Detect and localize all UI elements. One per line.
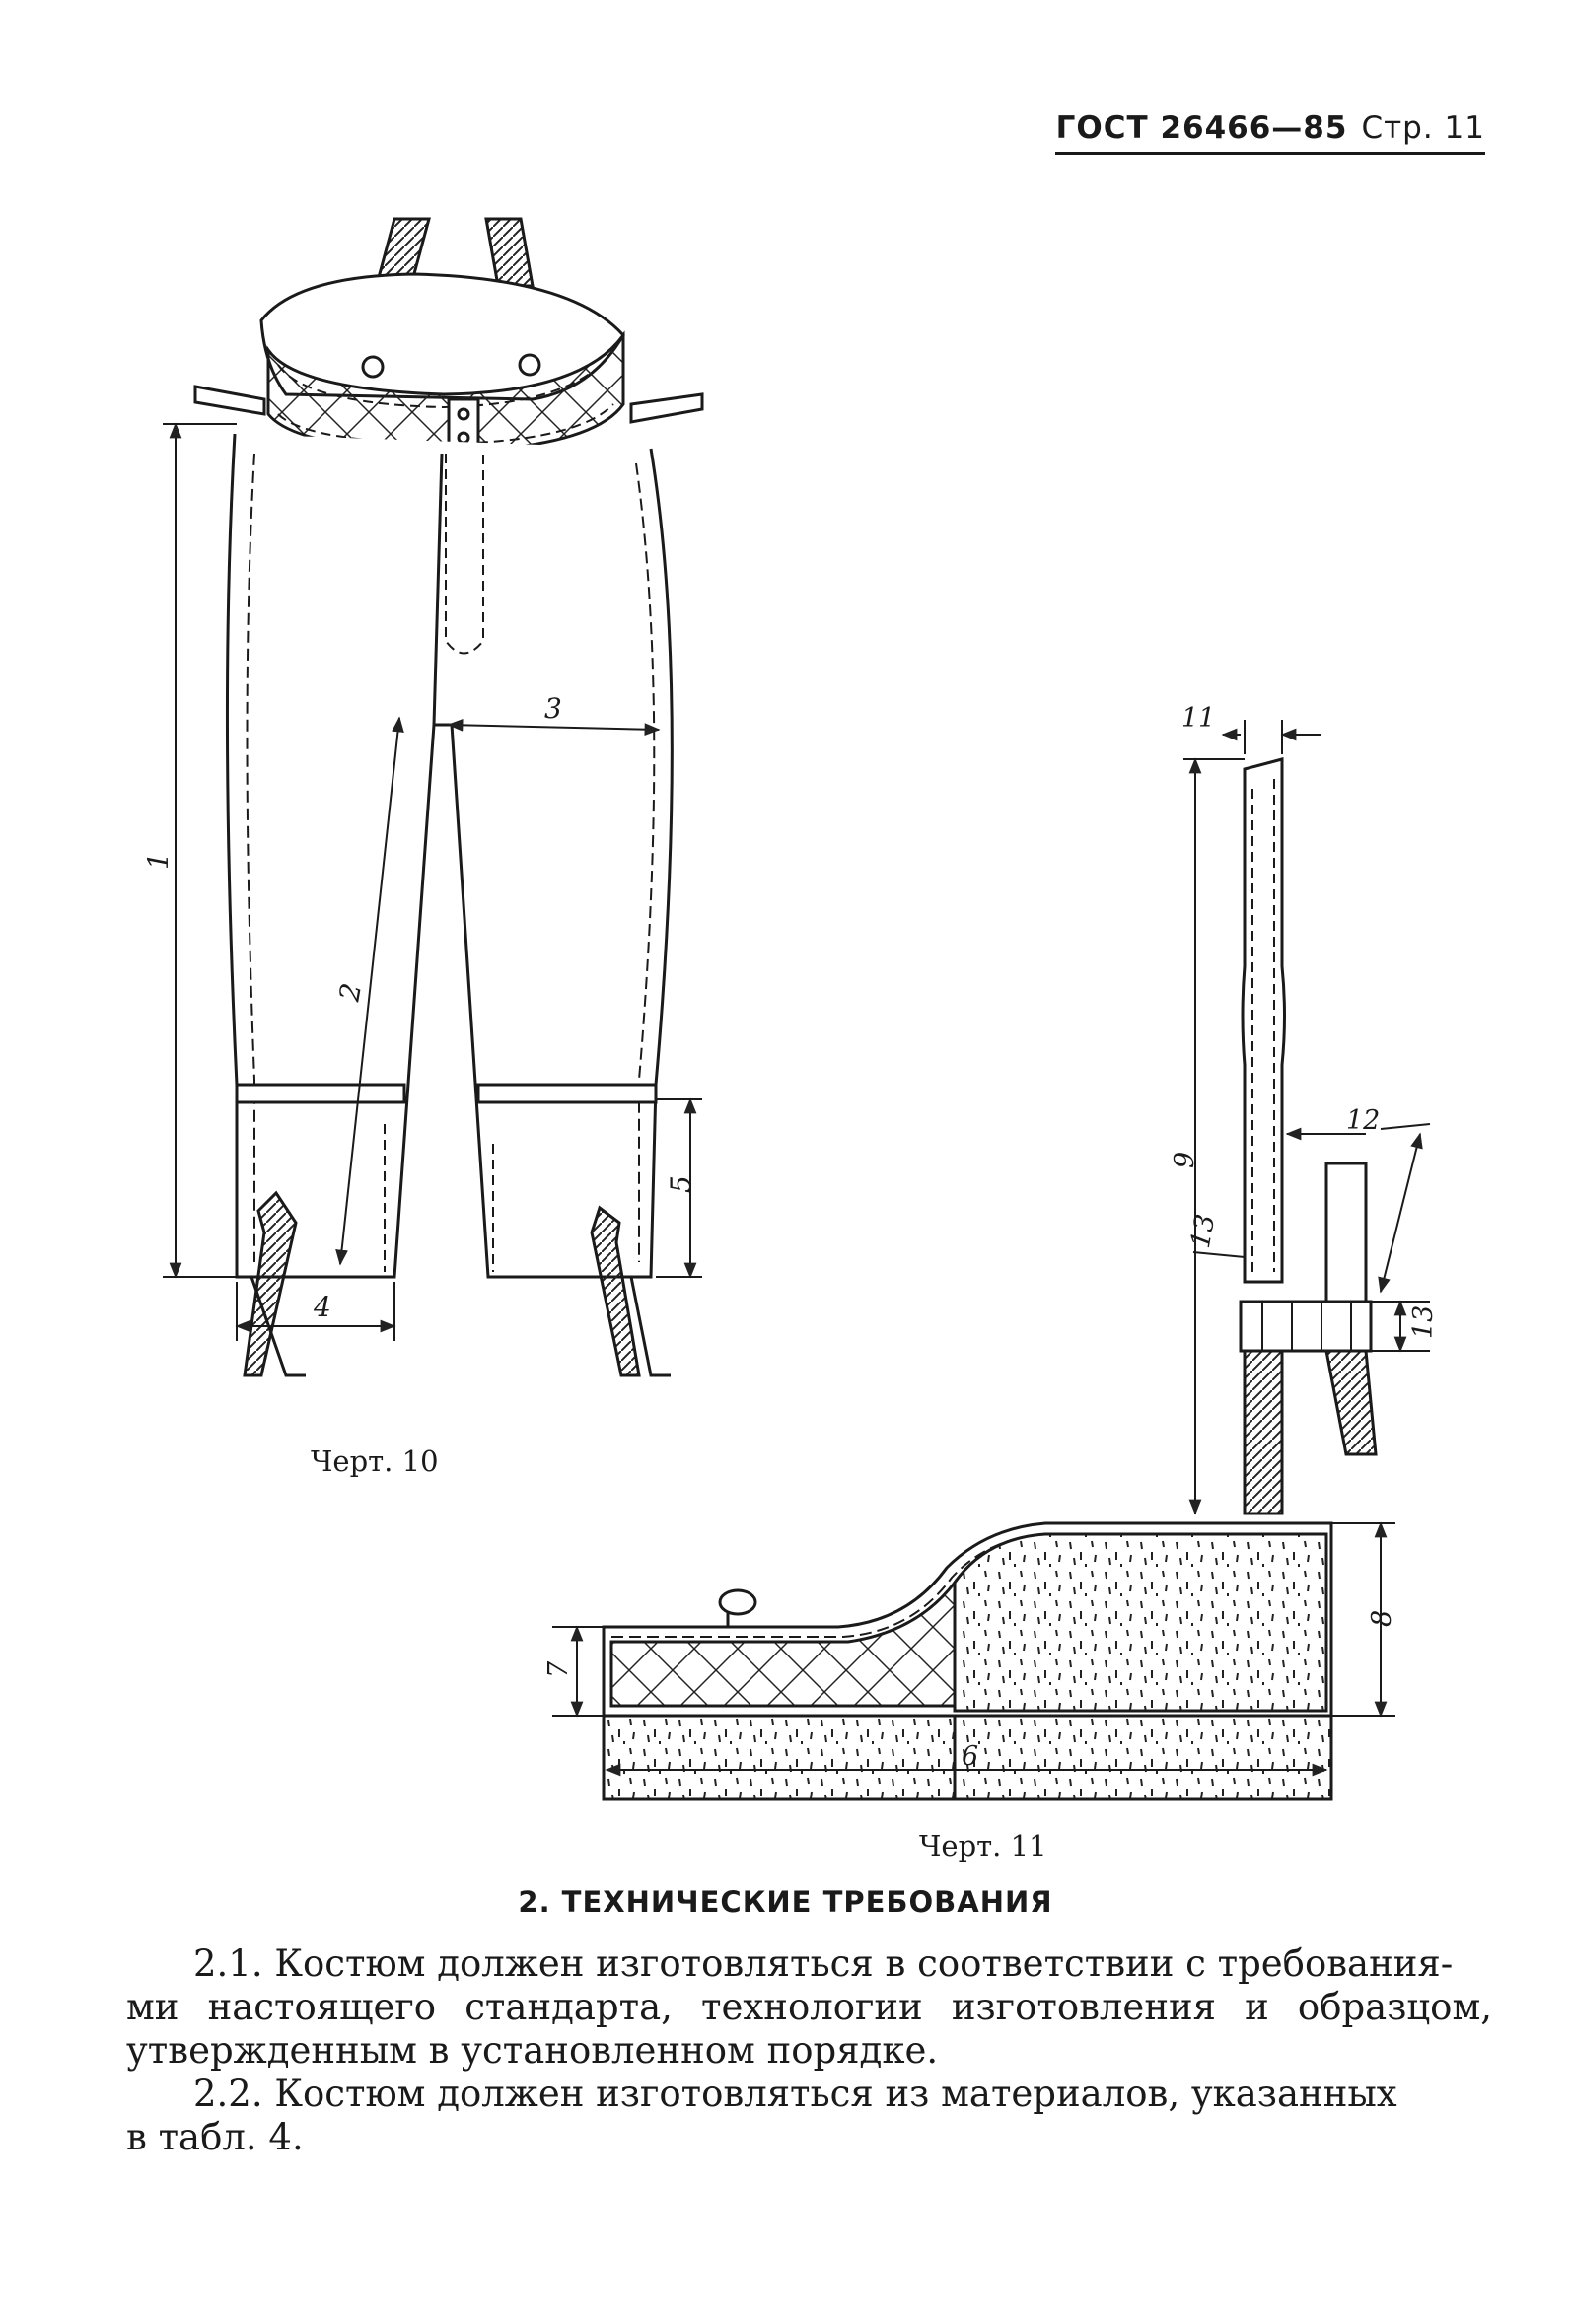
dim-11: 11 xyxy=(1181,703,1215,734)
dim-13: 13 xyxy=(1408,1305,1439,1339)
dim-4: 4 xyxy=(313,1291,331,1323)
dim-1: 1 xyxy=(142,852,175,870)
standard-number: ГОСТ 26466—85 xyxy=(1055,110,1348,146)
paragraph-2-2: 2.2. Костюм должен изготовляться из мате… xyxy=(126,2073,1492,2159)
figure-11-caption: Черт. 11 xyxy=(919,1829,1047,1863)
page-number: Стр. 11 xyxy=(1361,110,1485,146)
figure-10-dimension-labels: 1 2 3 4 5 xyxy=(142,692,697,1323)
dim-7: 7 xyxy=(543,1660,574,1678)
figure-10-trousers xyxy=(163,217,704,1377)
dim-9: 9 xyxy=(1170,1152,1200,1168)
paragraph-2-2-first-line: 2.2. Костюм должен изготовляться из мате… xyxy=(193,2073,1397,2115)
dim-12: 12 xyxy=(1346,1105,1380,1136)
paragraph-2-1-rest: ми настоящего стандарта, технологии изго… xyxy=(126,1986,1492,2072)
paragraph-2-1-first-line: 2.1. Костюм должен изготовляться в соотв… xyxy=(193,1942,1454,1985)
figure-11-belt-detail xyxy=(552,720,1431,1801)
figure-11-dimension-labels: 11 12 9 13 13 7 8 6 xyxy=(543,703,1439,1772)
paragraph-2-2-rest: в табл. 4. xyxy=(126,2116,304,2158)
dim-3: 3 xyxy=(544,692,562,725)
section-title: 2. ТЕХНИЧЕСКИЕ ТРЕБОВАНИЯ xyxy=(518,1885,1053,1919)
figure-10-caption: Черт. 10 xyxy=(311,1444,439,1478)
dim-8: 8 xyxy=(1367,1610,1397,1627)
dim-6: 6 xyxy=(962,1741,978,1772)
paragraph-2-1: 2.1. Костюм должен изготовляться в соотв… xyxy=(126,1942,1492,2073)
dim-5: 5 xyxy=(665,1175,697,1193)
dim-13-strap: 13 xyxy=(1185,1212,1221,1250)
page-header: ГОСТ 26466—85 Стр. 11 xyxy=(1055,110,1485,155)
